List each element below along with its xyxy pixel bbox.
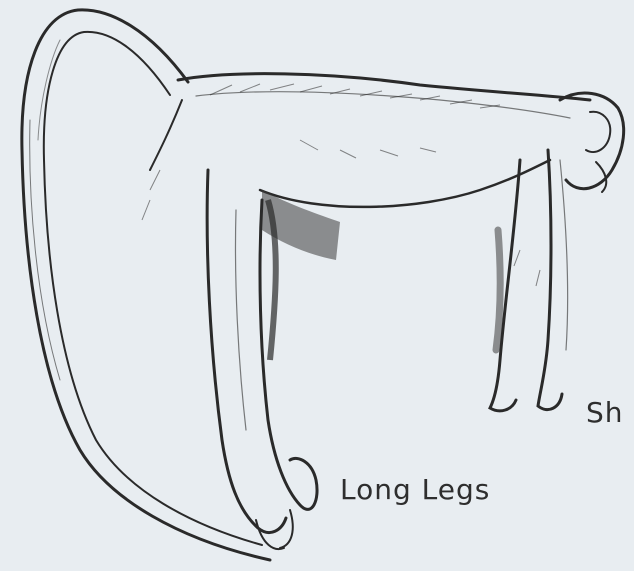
belly-shading <box>262 190 340 360</box>
long-legs-label: Long Legs <box>340 473 490 506</box>
short-label-partial: Sh <box>586 396 624 429</box>
front-legs <box>490 150 568 411</box>
fur-hatching <box>142 84 540 286</box>
head-outline <box>560 93 624 192</box>
